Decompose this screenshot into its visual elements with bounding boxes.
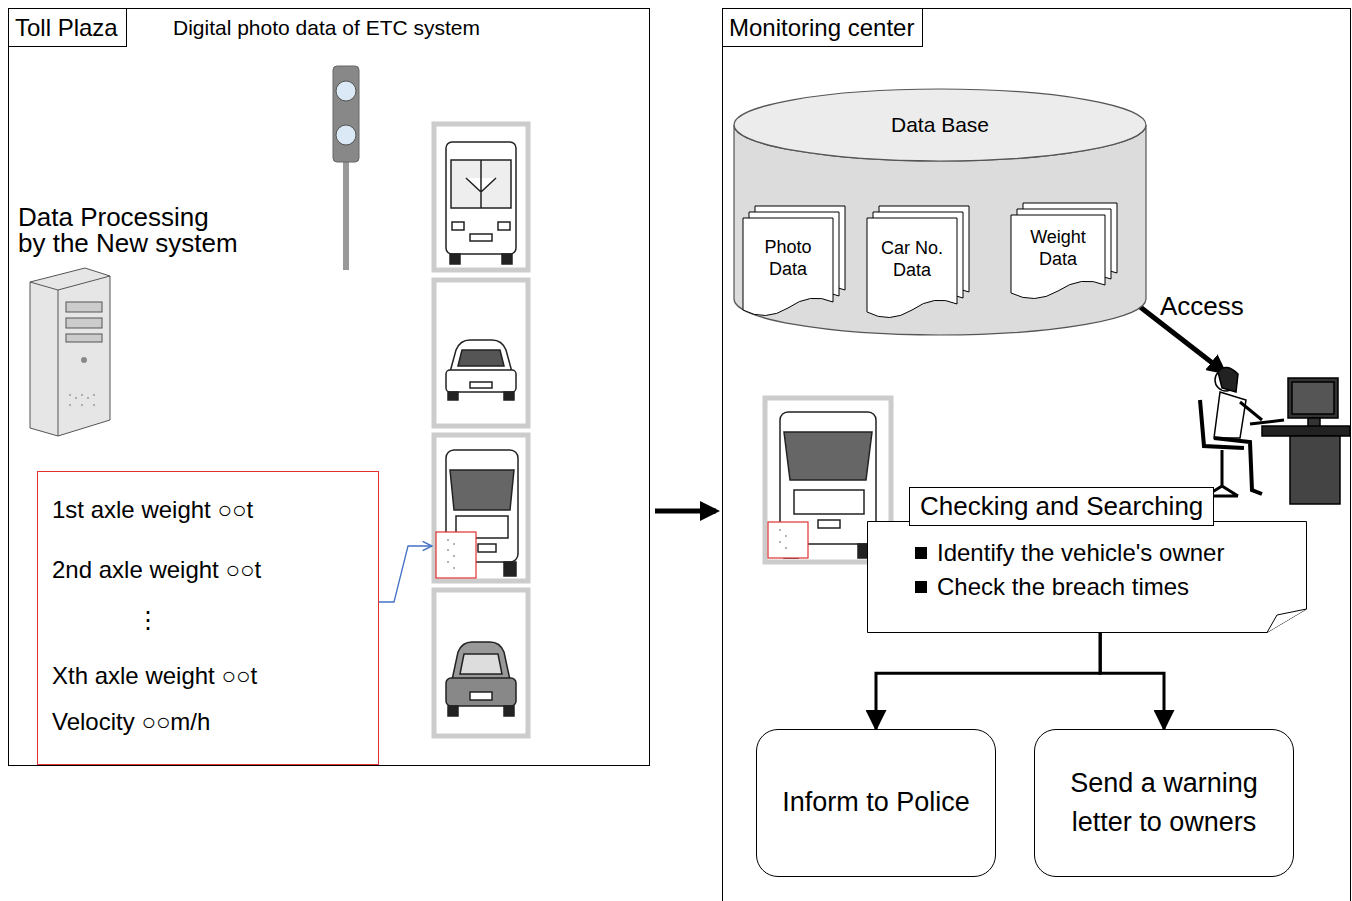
tree-connector (1100, 633, 1164, 729)
toll-plaza-panel: Toll Plaza Digital photo data of ETC syst… (8, 8, 650, 766)
bullet-item: Identify the vehicle's owner (903, 539, 1224, 567)
measurement-line: ⋮ (136, 606, 160, 634)
database-cylinder: Data BasePhoto Data Car No. Data Weight Da… (733, 89, 1147, 335)
document-label: Weight Data (1015, 226, 1101, 271)
flow-arrow (655, 509, 716, 514)
measurement-line: 2nd axle weight ○○t (52, 556, 261, 584)
action-box: Inform to Police (756, 729, 996, 877)
note-box: Checking and SearchingIdentify the vehic… (867, 521, 1307, 633)
box-label: Send a warning letter to owners (1051, 764, 1277, 842)
data-document: Car No. Data (867, 206, 971, 318)
panel-subtitle: Digital photo data of ETC system (173, 16, 480, 40)
panel-title: Toll Plaza (8, 8, 127, 47)
database-label: Data Base (733, 113, 1147, 137)
leader-arrow (379, 546, 432, 602)
vehicle-photos (434, 124, 528, 736)
panel-title: Monitoring center (722, 8, 923, 47)
bus-icon (446, 142, 516, 264)
sedan-icon (446, 642, 516, 716)
access-label: Access (1160, 292, 1270, 321)
box-label: Inform to Police (782, 783, 970, 822)
truck-icon (436, 450, 518, 578)
operator-icon (1200, 367, 1350, 504)
traffic-light (333, 66, 359, 270)
bullet-item: Check the breach times (903, 573, 1189, 601)
server-icon (30, 268, 110, 436)
measurement-line: Velocity ○○m/h (52, 708, 210, 736)
document-label: Photo Data (747, 236, 829, 281)
document-label: Car No. Data (871, 237, 953, 282)
tree-connector (876, 633, 1100, 729)
action-box: Send a warning letter to owners (1034, 729, 1294, 877)
measurement-box: 1st axle weight ○○t 2nd axle weight ○○t ⋮ X… (37, 471, 379, 765)
measurement-line: Xth axle weight ○○t (52, 662, 257, 690)
monitoring-panel: Monitoring centerData BasePhoto Data Car … (722, 8, 1351, 901)
system-label: Data Processing by the New system (18, 204, 241, 256)
note-heading: Checking and Searching (909, 487, 1214, 526)
data-document: Photo Data (743, 206, 847, 316)
car-icon (446, 340, 516, 400)
measurement-line: 1st axle weight ○○t (52, 496, 253, 524)
data-document: Weight Data (1011, 203, 1119, 299)
